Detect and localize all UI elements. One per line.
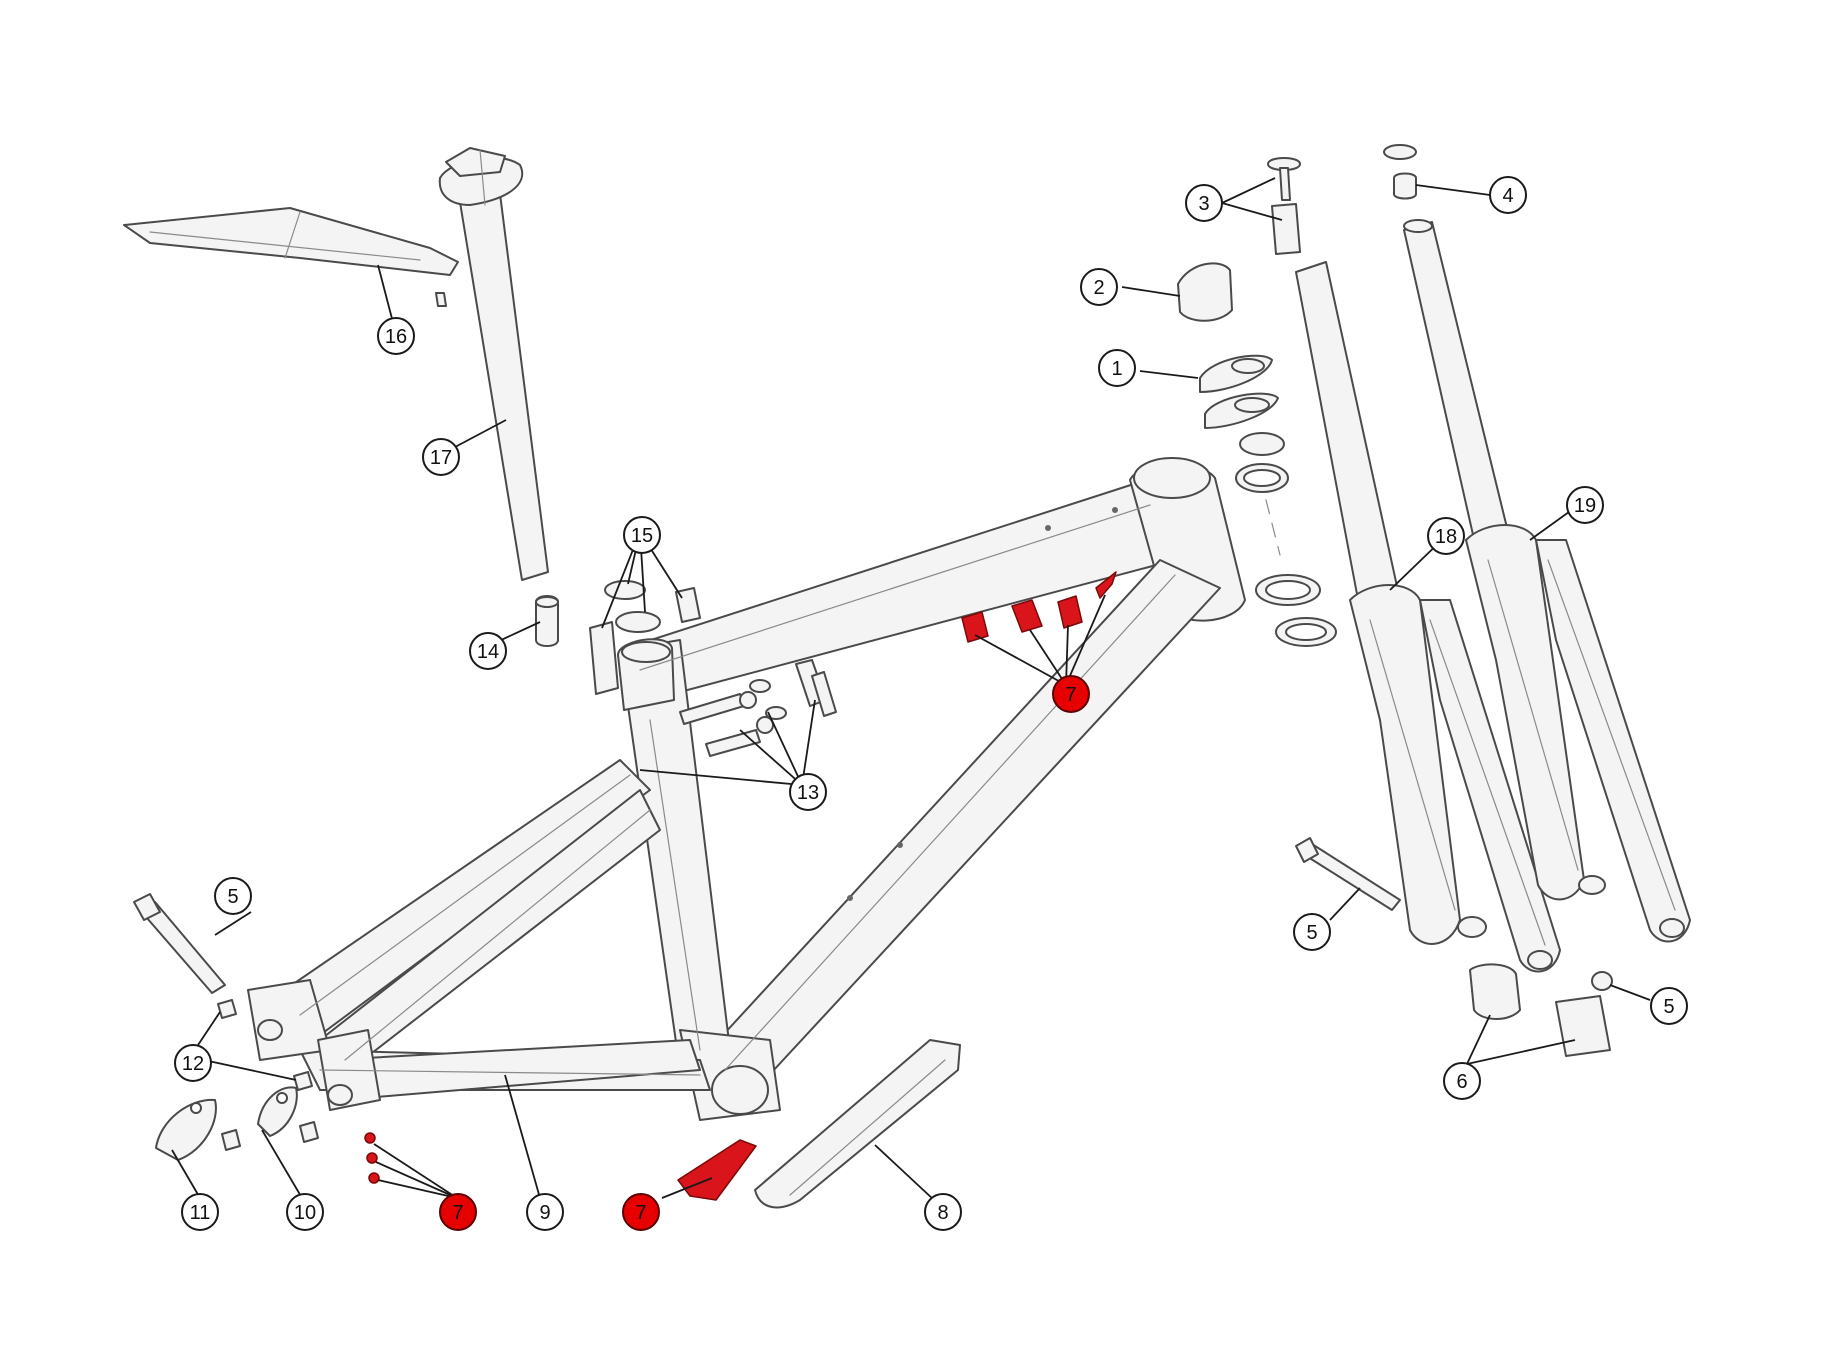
seatpost: [438, 147, 549, 581]
chainstay-protector: [754, 1039, 961, 1209]
callout-label: 19: [1574, 495, 1596, 517]
callout-label: 14: [477, 641, 499, 663]
callout-4: 4: [1489, 176, 1527, 214]
callout-label: 13: [797, 782, 819, 804]
highlighted-parts-7: [364, 571, 1117, 1201]
callout-label: 4: [1502, 185, 1513, 207]
derailleur-hangers: [155, 1086, 319, 1161]
callout-17: 17: [422, 438, 460, 476]
callout-1: 1: [1098, 349, 1136, 387]
callout-label: 11: [190, 1202, 211, 1224]
callout-label: 16: [385, 326, 407, 348]
callout-label: 17: [430, 447, 452, 469]
callout-label: 18: [1435, 526, 1457, 548]
callout-16: 16: [377, 317, 415, 355]
callout-7-top: 7: [1052, 675, 1090, 713]
callout-label: 7: [635, 1202, 646, 1224]
bike-frame: [247, 457, 1246, 1121]
seatpost-wedge: [535, 595, 559, 647]
callout-18: 18: [1427, 517, 1465, 555]
callout-label: 15: [631, 525, 653, 547]
callout-label: 3: [1198, 193, 1209, 215]
callout-6: 6: [1443, 1062, 1481, 1100]
callout-11: 11: [181, 1193, 219, 1231]
callout-10: 10: [286, 1193, 324, 1231]
callout-label: 5: [1306, 922, 1317, 944]
callout-label: 5: [1663, 996, 1674, 1018]
callout-label: 1: [1111, 358, 1122, 380]
rear-fender: [123, 207, 459, 307]
callout-label: 8: [937, 1202, 948, 1224]
thru-axles: [133, 837, 1613, 994]
callout-12: 12: [174, 1044, 212, 1082]
callout-label: 7: [1065, 684, 1076, 706]
callout-5-rear-axle: 5: [214, 877, 252, 915]
callout-2: 2: [1080, 268, 1118, 306]
callout-9: 9: [526, 1193, 564, 1231]
callout-3: 3: [1185, 184, 1223, 222]
callout-label: 2: [1093, 277, 1104, 299]
callout-13: 13: [789, 773, 827, 811]
callout-15: 15: [623, 516, 661, 554]
callout-14: 14: [469, 632, 507, 670]
callout-8: 8: [924, 1193, 962, 1231]
callout-7-bolts: 7: [439, 1193, 477, 1231]
callout-5-front-axle: 5: [1293, 913, 1331, 951]
headset-parts: [1177, 157, 1337, 647]
callout-label: 7: [452, 1202, 463, 1224]
callout-label: 6: [1456, 1071, 1467, 1093]
fork-18: [1295, 261, 1561, 973]
fork-19: [1403, 219, 1691, 943]
callout-label: 9: [539, 1202, 550, 1224]
callout-label: 5: [227, 886, 238, 908]
callout-label: 12: [182, 1053, 204, 1075]
callout-5-washer: 5: [1650, 987, 1688, 1025]
fork-top-cap: [1383, 144, 1417, 200]
callout-19: 19: [1566, 486, 1604, 524]
callout-label: 10: [294, 1202, 316, 1224]
callout-7-guard: 7: [622, 1193, 660, 1231]
